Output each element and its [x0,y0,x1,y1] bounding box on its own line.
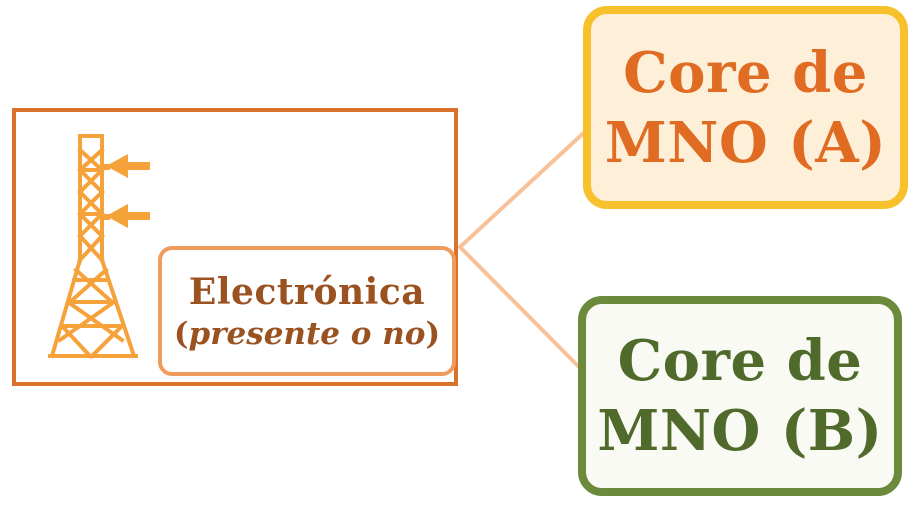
core-a-line1: Core de [623,39,868,106]
electronics-note-open: ( [173,316,189,352]
core-a-line2: MNO (A) [604,109,887,176]
connector-to-core-a [458,126,591,249]
core-mno-a-box: Core de MNO (A) [583,6,908,209]
transmission-tower-icon [48,134,150,359]
core-mno-b-box: Core de MNO (B) [578,296,902,496]
cell-site-box: Electrónica (presente o no) [12,108,458,386]
electronics-note: (presente o no) [162,314,452,354]
electronics-box: Electrónica (presente o no) [158,246,456,376]
electronics-note-close: ) [425,316,441,352]
electronics-label: Electrónica [188,271,426,313]
connector-to-core-b [458,245,586,374]
core-b-line2: MNO (B) [597,398,883,464]
core-b-line1: Core de [617,328,863,394]
electronics-note-italic: presente o no [188,316,426,352]
